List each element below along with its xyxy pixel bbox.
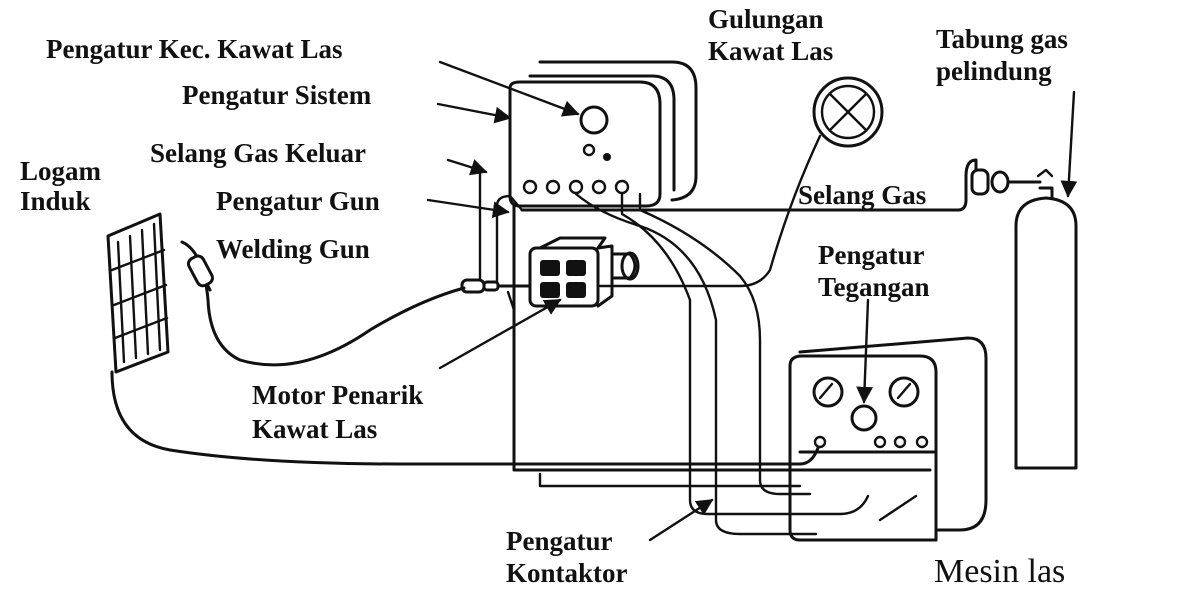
control-box — [508, 60, 698, 208]
wire-reel-icon — [812, 76, 884, 148]
label-motor-penarik-2: Kawat Las — [252, 414, 377, 444]
control-cable-3 — [638, 192, 812, 496]
feed-motor — [528, 236, 640, 308]
meter-left-icon — [812, 376, 844, 408]
control-cable-2 — [620, 192, 870, 516]
label-pengatur-kec-kawat-las: Pengatur Kec. Kawat Las — [46, 34, 342, 64]
control-cable-1 — [574, 192, 818, 536]
label-logam-induk-1: Logam — [20, 156, 102, 186]
welding-machine — [788, 336, 988, 542]
welding-gun-cable — [194, 260, 466, 367]
label-pengatur-kontaktor-2: Kontaktor — [506, 558, 628, 588]
label-pengatur-tegangan-2: Tegangan — [818, 272, 930, 302]
label-welding-gun: Welding Gun — [216, 234, 370, 264]
wire-from-reel — [598, 134, 822, 288]
gun-connector — [460, 278, 532, 312]
label-pengatur-sistem: Pengatur Sistem — [182, 80, 372, 110]
label-gulungan-1: Gulungan — [708, 4, 824, 34]
label-motor-penarik-1: Motor Penarik — [252, 380, 423, 410]
speed-knob-icon — [579, 105, 609, 135]
voltage-knob-icon — [850, 404, 878, 432]
gas-cylinder-icon — [1014, 186, 1078, 470]
label-selang-gas-keluar: Selang Gas Keluar — [150, 138, 366, 168]
meter-right-icon — [888, 376, 920, 408]
ground-cable — [110, 370, 820, 466]
leader-arrows — [426, 60, 1078, 542]
label-gulungan-2: Kawat Las — [708, 36, 833, 66]
gas-regulator-icon — [964, 158, 1054, 202]
label-tabung-gas-2: pelindung — [936, 56, 1052, 86]
label-tabung-gas-1: Tabung gas — [936, 24, 1068, 54]
small-knob-icon — [582, 143, 596, 157]
welding-gun-icon — [180, 240, 214, 292]
label-pengatur-kontaktor-1: Pengatur — [506, 526, 613, 556]
label-mesin-las: Mesin las — [934, 553, 1065, 590]
workpiece-icon — [106, 212, 170, 374]
label-logam-induk-2: Induk — [20, 186, 91, 216]
gas-hose — [520, 198, 968, 212]
label-selang-gas: Selang Gas — [798, 180, 926, 210]
label-pengatur-tegangan-1: Pengatur — [818, 240, 925, 270]
label-pengatur-gun: Pengatur Gun — [216, 186, 380, 216]
